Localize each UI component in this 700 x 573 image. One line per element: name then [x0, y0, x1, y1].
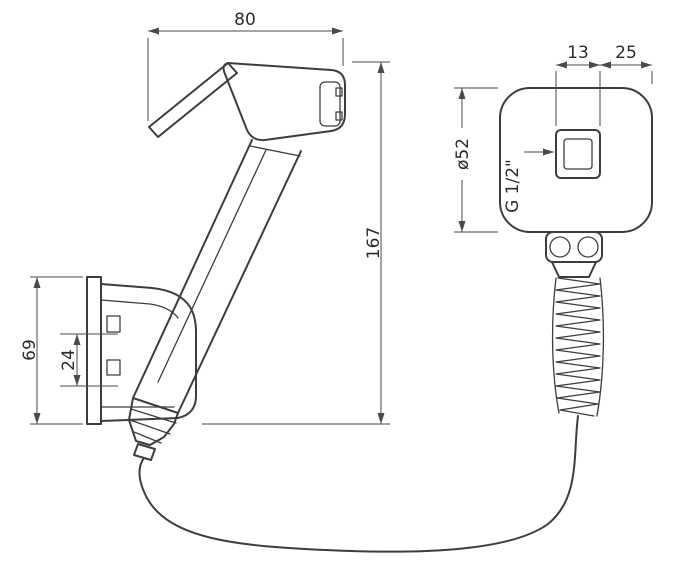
dimension-24: 24 [59, 333, 118, 387]
bracket-back-plate [86, 276, 102, 425]
hose-nut [545, 231, 603, 263]
nut-transition [551, 261, 597, 278]
dim-13-label: 13 [567, 43, 589, 63]
cone-ridge-1 [130, 408, 177, 424]
hand-sprayer [128, 62, 346, 461]
thread-callout: G 1/2" [503, 148, 554, 213]
dimension-13-25: 13 25 [555, 43, 653, 126]
dim-dia52-label: ø52 [453, 138, 473, 170]
dimension-69: 69 [20, 276, 83, 425]
cap-clip-bottom [335, 111, 343, 121]
bracket-hole-bottom [106, 359, 121, 376]
hose-coil-zigzag [555, 277, 601, 417]
sprayer-head-cap [319, 81, 341, 127]
dim-69-label: 69 [20, 339, 40, 361]
thread-size-label: G 1/2" [503, 159, 523, 213]
sprayer-lever [148, 62, 238, 138]
nut-detail-right-circle [577, 236, 599, 258]
handle-left-edge [132, 139, 253, 399]
handle-contour-line [157, 149, 267, 383]
bracket-hole-top [106, 315, 121, 333]
handle-right-edge [177, 150, 302, 414]
nut-detail-left-circle [549, 236, 571, 258]
cone-ridge-2 [129, 419, 171, 435]
dim-167-label: 167 [364, 227, 384, 259]
dim-24-label: 24 [59, 349, 79, 371]
sprayer-head [222, 62, 346, 142]
handle-collar-line [249, 145, 301, 157]
dimension-dia52: ø52 [453, 87, 498, 233]
cap-clip-top [335, 87, 343, 97]
shower-hose [138, 415, 579, 553]
dim-80-label: 80 [234, 10, 256, 30]
bracket-cradle [100, 283, 197, 422]
hose-nub [133, 443, 156, 461]
dimension-80: 80 [147, 10, 344, 121]
hose-coil-left-edge [551, 277, 560, 414]
bracket-cradle-inner [100, 299, 179, 319]
thread-stub-inner [563, 138, 593, 170]
dimension-167: 167 [202, 61, 390, 425]
wall-bracket [86, 276, 197, 425]
wall-connector [499, 87, 653, 417]
thread-stub-outer [555, 129, 601, 179]
hose-coil-right-edge [596, 277, 605, 417]
cone-ridge-3 [133, 431, 162, 444]
dim-25-label: 25 [615, 43, 637, 63]
